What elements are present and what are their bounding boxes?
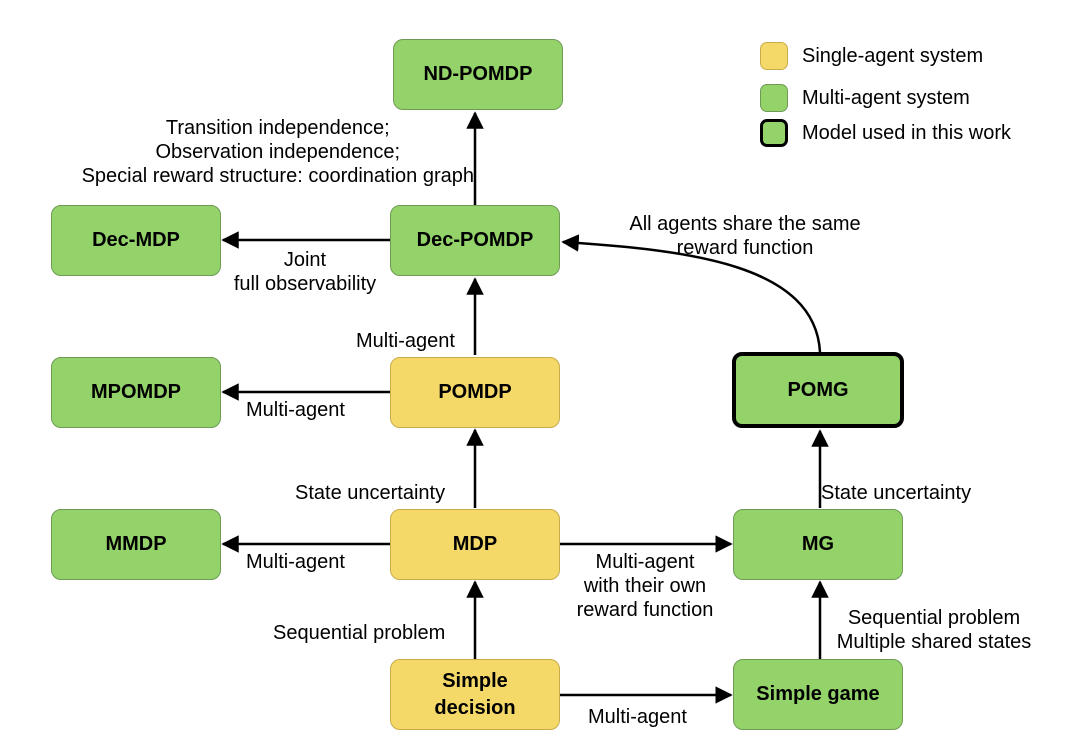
node-dec-mdp-label: Dec-MDP [92,229,180,251]
node-dec-mdp: Dec-MDP [51,205,221,276]
legend-multi-agent-label: Multi-agent system [802,86,970,109]
legend-swatch-green [760,84,788,112]
edge-label-mpomdp-multi-agent: Multi-agent [246,399,345,421]
legend-swatch-yellow [760,42,788,70]
node-simple-game-label: Simple game [756,683,880,705]
legend-swatch-thick [760,119,788,147]
node-mmdp: MMDP [51,509,221,580]
node-mpomdp-label: MPOMDP [91,381,181,403]
edge-label-line: reward function [676,237,814,259]
edge-label-line: reward function [576,599,714,621]
edge-label-line: Transition independence; [165,117,390,139]
node-simple-game: Simple game [733,659,903,730]
legend-model-used: Model used in this work [760,119,1011,147]
node-mdp-label: MDP [452,533,498,555]
edge-label-line: Multi-agent [595,551,695,573]
edge-label-line: Sequential problem [847,607,1021,629]
node-pomdp: POMDP [390,357,560,428]
edge-label-mmdp-multi-agent: Multi-agent [246,551,345,573]
node-simple-decision: Simple decision [390,659,560,730]
node-mpomdp: MPOMDP [51,357,221,428]
node-simple-decision-label: Simple decision [434,669,516,719]
node-dec-pomdp-label: Dec-POMDP [416,229,534,251]
edge-label-line: Joint [283,249,327,271]
legend-single-agent: Single-agent system [760,42,983,70]
edge-label-joint-full-observability: Joint full observability [234,248,376,296]
arrow-pomg-to-dec-pomdp [561,234,822,353]
edge-label-pomg-state-uncertainty: State uncertainty [821,482,972,504]
edge-label-mg-sequential: Sequential problem Multiple shared state… [837,606,1032,654]
edge-label-mg-own-reward: Multi-agent with their own reward functi… [577,550,714,622]
edge-label-line: Multiple shared states [836,631,1032,653]
node-mdp: MDP [390,509,560,580]
node-dec-pomdp: Dec-POMDP [390,205,560,276]
node-mmdp-label: MMDP [105,533,167,555]
node-nd-pomdp-label: ND-POMDP [423,63,533,85]
legend-multi-agent: Multi-agent system [760,84,970,112]
edge-label-shared-reward: All agents share the same reward functio… [629,212,860,260]
node-pomdp-label: POMDP [438,381,512,403]
edge-label-simple-game-multi-agent: Multi-agent [588,706,687,728]
legend-single-agent-label: Single-agent system [802,44,984,67]
edge-label-line: Special reward structure: coordination g… [81,165,474,187]
edge-label-nd-pomdp-conditions: Transition independence; Observation ind… [82,116,474,188]
edge-label-line: Observation independence; [155,141,401,163]
edge-label-mdp-sequential: Sequential problem [273,622,446,644]
edge-label-line: full observability [233,273,377,295]
edge-label-line: with their own [583,575,707,597]
edge-label-pomdp-state-uncertainty: State uncertainty [295,482,446,504]
node-mg: MG [733,509,903,580]
edge-label-line: All agents share the same [629,213,861,235]
legend-model-used-label: Model used in this work [802,121,1011,144]
node-pomg-label: POMG [787,378,849,401]
node-pomg: POMG [732,352,904,428]
node-mg-label: MG [801,533,835,555]
node-nd-pomdp: ND-POMDP [393,39,563,110]
edge-label-dec-pomdp-multi-agent: Multi-agent [356,330,455,352]
